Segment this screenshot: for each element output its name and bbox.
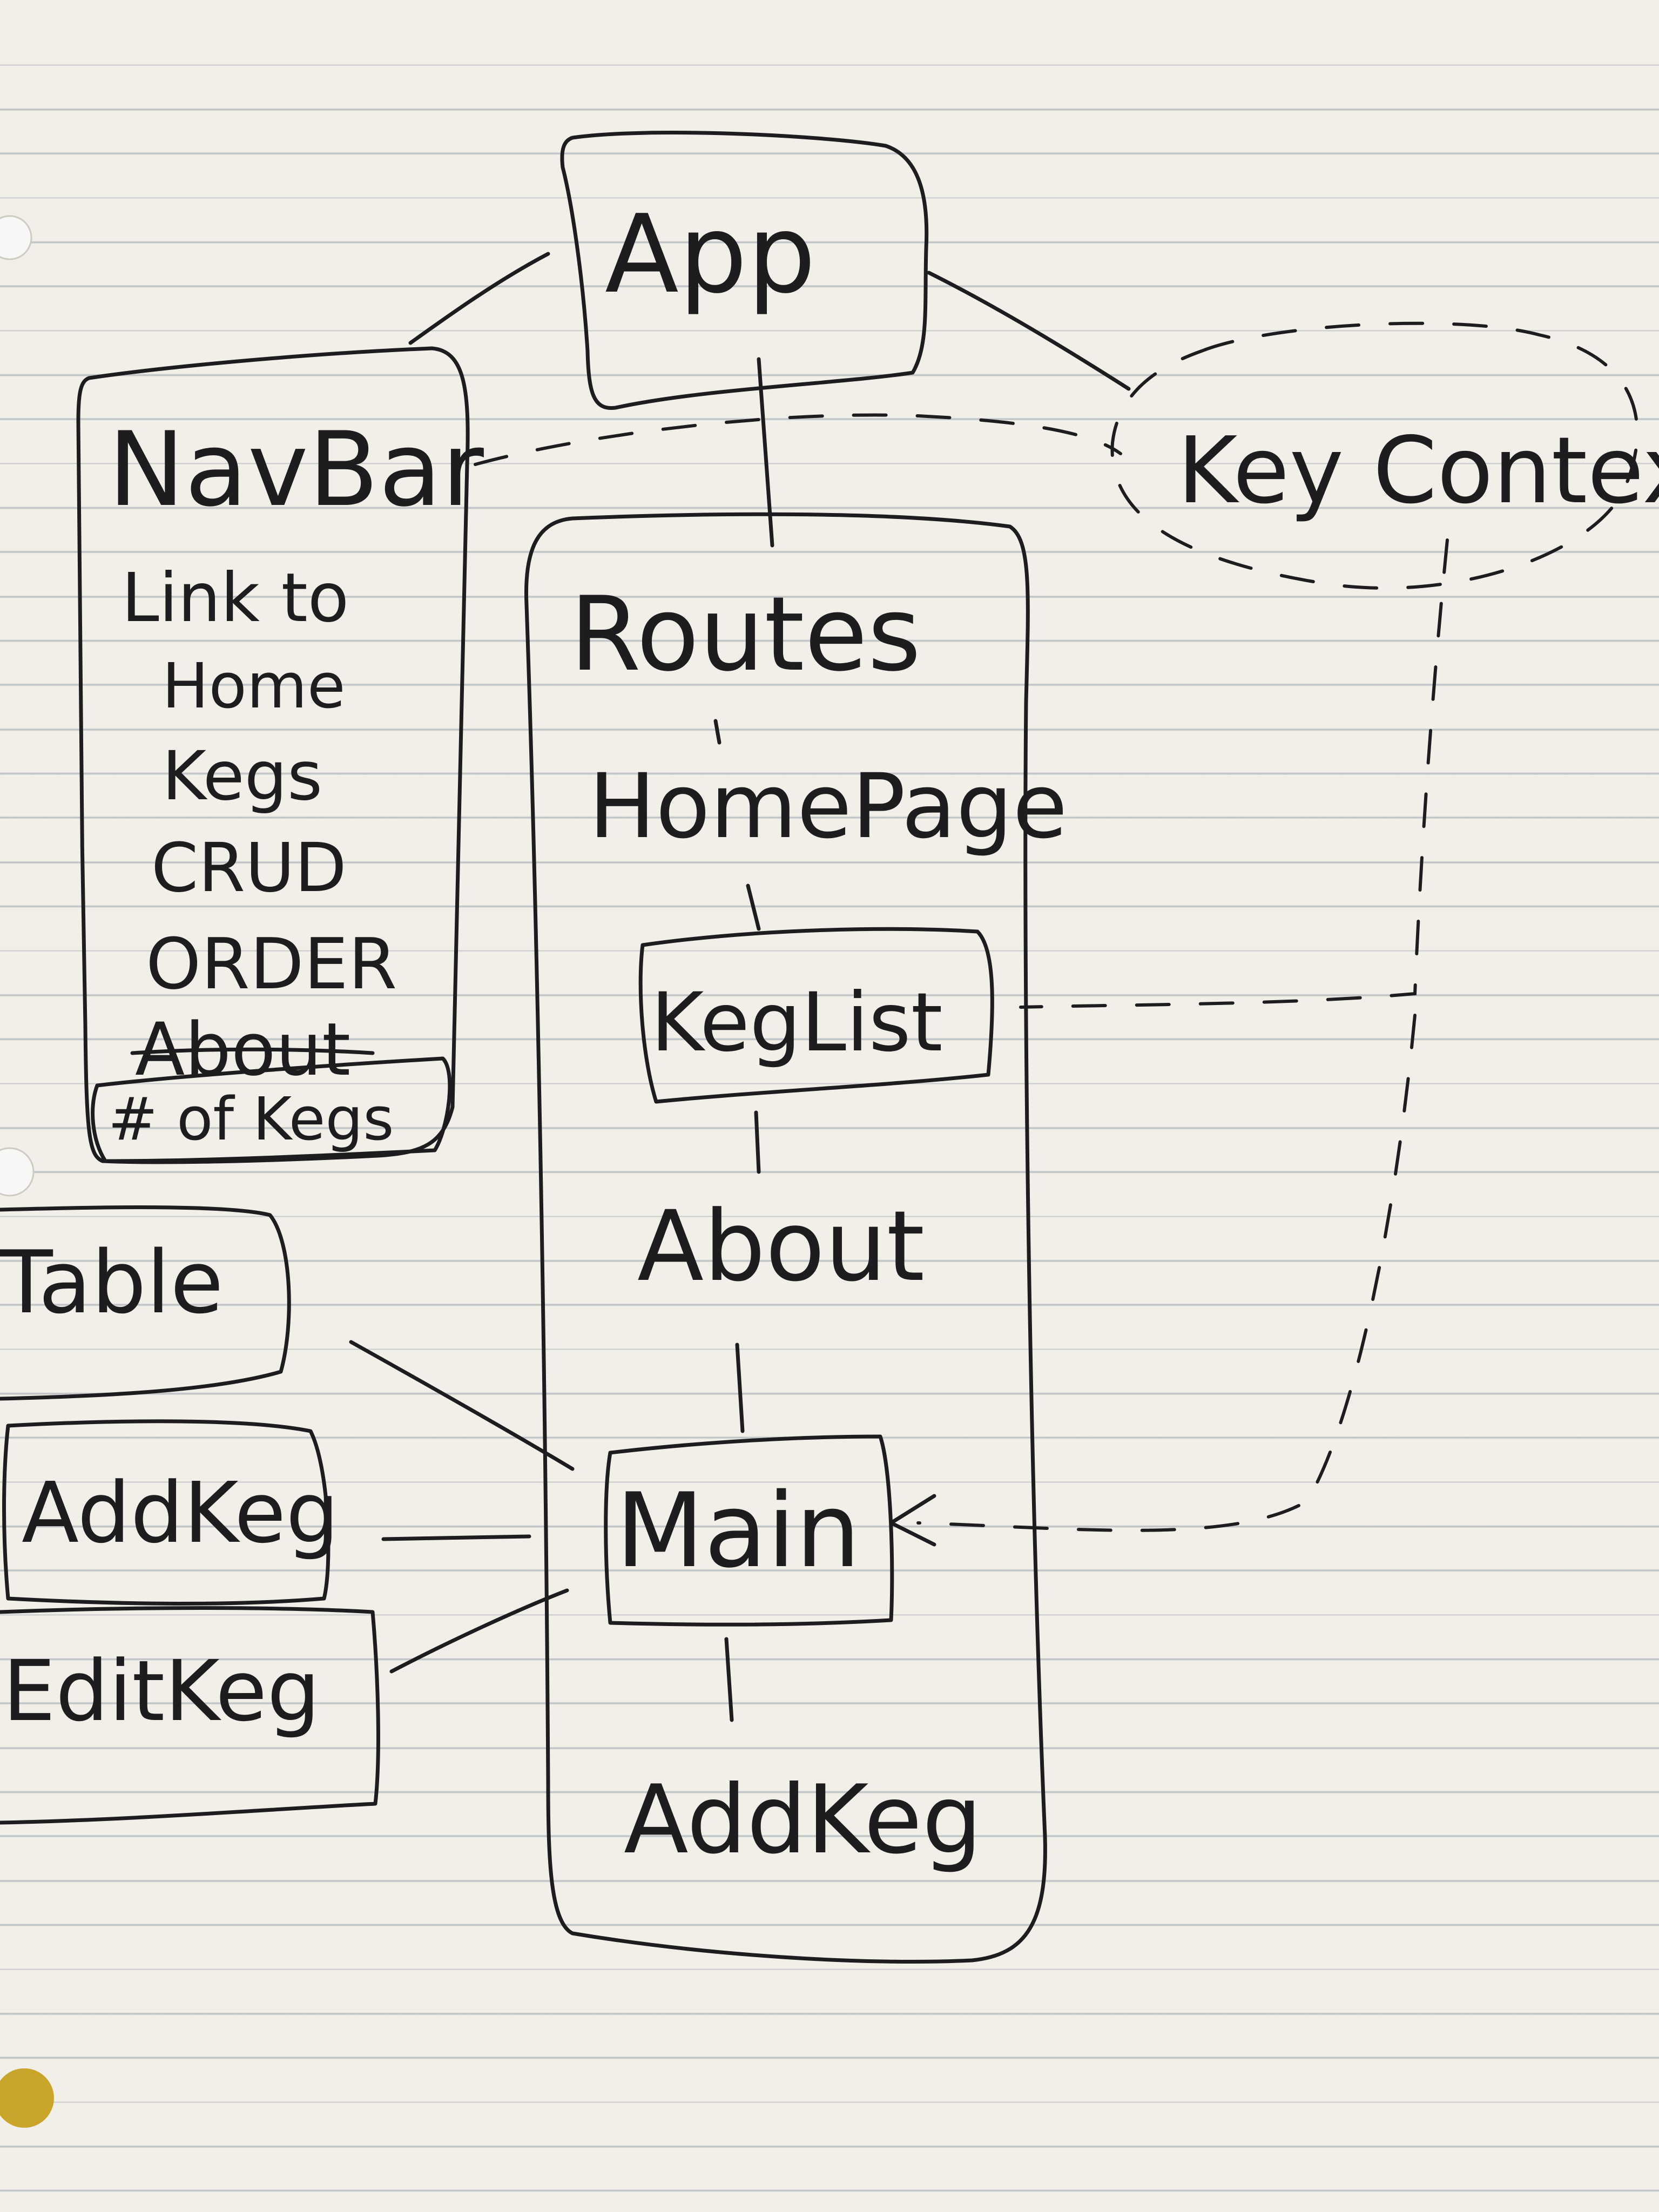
kegs-count-label: # of Kegs bbox=[108, 1084, 394, 1154]
navbar-title: NavBar bbox=[108, 410, 484, 529]
route-addkeg: AddKeg bbox=[624, 1765, 982, 1875]
binder-pin bbox=[0, 2068, 54, 2128]
navbar-item-link-to: Link to bbox=[122, 559, 349, 637]
connector-app-routes bbox=[757, 357, 774, 548]
navbar-item-order: ORDER bbox=[146, 923, 397, 1005]
app-box bbox=[560, 131, 929, 410]
dashed-navbar-to-context bbox=[474, 413, 1122, 466]
connector-addkeg-main bbox=[381, 1534, 531, 1541]
route-keglist: KegList bbox=[651, 976, 943, 1070]
editkeg-box bbox=[0, 1606, 380, 1825]
child-table: Table bbox=[0, 1232, 224, 1333]
route-about: About bbox=[637, 1190, 925, 1303]
dashed-context-to-main bbox=[916, 1014, 1417, 1532]
dashed-context-to-keglist bbox=[1019, 538, 1449, 1009]
child-editkeg: EditKeg bbox=[3, 1642, 320, 1740]
route-main: Main bbox=[616, 1471, 861, 1590]
navbar-item-crud: CRUD bbox=[151, 829, 347, 907]
table-box bbox=[0, 1205, 291, 1401]
route-homepage: HomePage bbox=[589, 754, 1068, 858]
routes-title: Routes bbox=[570, 575, 921, 694]
binder-hole-top bbox=[0, 215, 32, 260]
connector-homepage-tick bbox=[713, 719, 721, 745]
connector-editkeg-main bbox=[389, 1588, 569, 1674]
app-label: App bbox=[605, 192, 816, 318]
binder-hole-middle bbox=[0, 1147, 35, 1197]
kegs-count-box bbox=[91, 1056, 452, 1163]
navbar-item-home: Home bbox=[162, 650, 346, 723]
navbar-item-kegs: Kegs bbox=[162, 737, 322, 815]
connector-about-main bbox=[735, 1343, 745, 1433]
routes-box bbox=[524, 512, 1047, 1964]
connector-table-main bbox=[349, 1340, 575, 1471]
connector-app-navbar bbox=[408, 252, 550, 345]
connector-keglist-about bbox=[754, 1110, 761, 1174]
key-context-label: Key Context, bbox=[1177, 417, 1659, 524]
child-addkeg: AddKeg bbox=[22, 1464, 339, 1562]
main-box bbox=[604, 1434, 894, 1627]
addkeg-side-box bbox=[2, 1419, 331, 1606]
about-strikethrough bbox=[130, 1047, 375, 1055]
connector-main-addkeg bbox=[724, 1637, 734, 1722]
connector-app-key-context bbox=[927, 271, 1131, 391]
connector-homepage-keglist bbox=[746, 884, 761, 931]
keglist-box bbox=[638, 927, 994, 1104]
arrowhead-into-main bbox=[889, 1494, 936, 1547]
